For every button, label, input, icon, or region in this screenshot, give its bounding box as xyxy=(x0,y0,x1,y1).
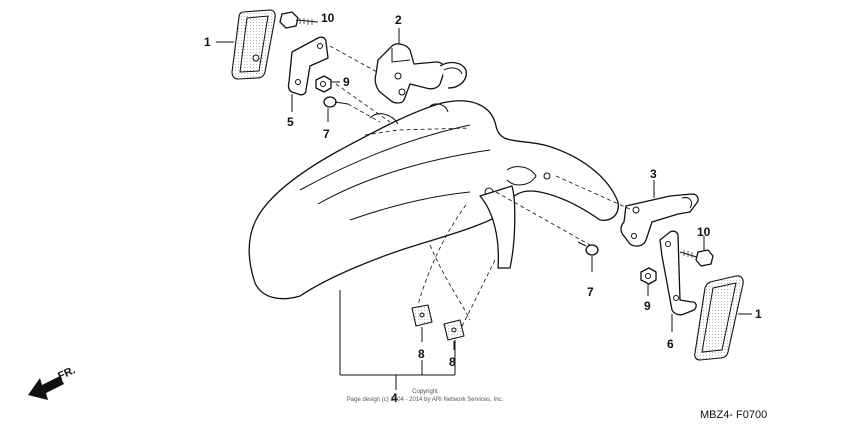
callout-1-left[interactable]: 1 xyxy=(204,35,211,49)
screw-7-right[interactable]: 7 xyxy=(577,241,599,299)
callout-8-left[interactable]: 8 xyxy=(418,347,425,361)
diagram-code: MBZ4- F0700 xyxy=(700,409,767,421)
nut-9-left[interactable]: 9 xyxy=(315,75,350,93)
callout-2[interactable]: 2 xyxy=(395,13,402,27)
stay-3[interactable]: 3 xyxy=(620,167,699,247)
front-direction-arrow: FR. xyxy=(28,364,77,400)
copyright-text: Page design (c) 2004 - 2014 by ARI Netwo… xyxy=(347,397,504,403)
screw-7-left[interactable]: 7 xyxy=(323,96,349,141)
assembly-line xyxy=(347,103,381,123)
stay-6[interactable]: 6 xyxy=(659,230,697,351)
bolt-10-right[interactable]: 10 xyxy=(679,225,714,267)
bolt-10-left[interactable]: 10 xyxy=(279,11,335,29)
assembly-line xyxy=(329,45,396,83)
callout-9-right[interactable]: 9 xyxy=(644,299,651,313)
front-fender[interactable] xyxy=(248,100,619,331)
copyright-title: Copyright xyxy=(412,389,438,395)
callout-6[interactable]: 6 xyxy=(667,337,674,351)
callout-9-left[interactable]: 9 xyxy=(343,75,350,89)
callout-4[interactable]: 4 xyxy=(391,391,398,405)
left-reflector[interactable]: 1 xyxy=(204,9,276,80)
callout-8-right[interactable]: 8 xyxy=(449,355,456,369)
stay-5[interactable]: 5 xyxy=(287,36,329,129)
callout-7-left[interactable]: 7 xyxy=(323,127,330,141)
callout-3[interactable]: 3 xyxy=(650,167,657,181)
clip-nut-8-left[interactable]: 8 xyxy=(411,304,433,361)
callout-5[interactable]: 5 xyxy=(287,115,294,129)
callout-10-right[interactable]: 10 xyxy=(697,225,711,239)
callout-10-left[interactable]: 10 xyxy=(321,11,335,25)
part-4-reference: 4 xyxy=(339,290,456,405)
right-reflector[interactable]: 1 xyxy=(694,275,762,361)
assembly-line xyxy=(495,191,591,246)
clip-nut-8-right[interactable]: 8 xyxy=(443,319,465,369)
callout-7-right[interactable]: 7 xyxy=(587,285,594,299)
direction-label: FR. xyxy=(56,364,77,382)
hose-guide-2[interactable]: 2 xyxy=(374,13,467,104)
callout-1-right[interactable]: 1 xyxy=(755,307,762,321)
nut-9-right[interactable]: 9 xyxy=(640,267,657,313)
